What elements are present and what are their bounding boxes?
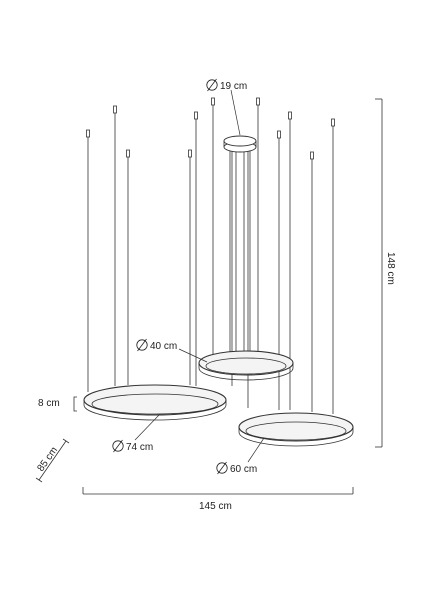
wire	[188, 149, 192, 385]
diameter-icon	[112, 440, 124, 452]
ring-40-diameter-callout: 40 cm	[136, 338, 208, 363]
ring-60-diameter-label: 60 cm	[230, 464, 257, 475]
total-width-dimension: 145 cm	[82, 487, 354, 512]
wire	[331, 118, 335, 414]
wire	[211, 97, 215, 354]
total-height-label: 148 cm	[385, 252, 396, 285]
ring-60cm	[238, 412, 354, 447]
wire	[113, 105, 117, 386]
ring-74-diameter-label: 74 cm	[126, 442, 153, 453]
total-height-dimension: 148 cm	[375, 98, 396, 448]
wire	[194, 111, 198, 386]
ring-40-diameter-label: 40 cm	[150, 341, 177, 352]
diameter-icon	[216, 462, 228, 474]
depth-dimension: 85 cm	[35, 438, 70, 483]
wire	[86, 129, 90, 392]
wire	[126, 149, 130, 385]
wire	[310, 151, 314, 412]
ceiling-canopy	[223, 135, 257, 153]
wire	[256, 97, 260, 354]
ring-40cm	[198, 350, 294, 381]
ring-74-diameter-callout: 74 cm	[112, 413, 161, 453]
diameter-icon	[206, 79, 218, 91]
ring-height-dimension: 8 cm	[38, 396, 77, 412]
depth-label: 85 cm	[35, 445, 60, 474]
ring-60-diameter-callout: 60 cm	[216, 437, 265, 475]
diameter-icon	[136, 339, 148, 351]
canopy-diameter-callout: 19 cm	[206, 78, 247, 136]
ring-74cm	[83, 384, 227, 421]
suspension-wires	[86, 97, 335, 414]
canopy-diameter-label: 19 cm	[220, 81, 247, 92]
total-width-label: 145 cm	[199, 501, 232, 512]
canopy-wires	[229, 150, 251, 408]
ring-height-label: 8 cm	[38, 398, 60, 409]
